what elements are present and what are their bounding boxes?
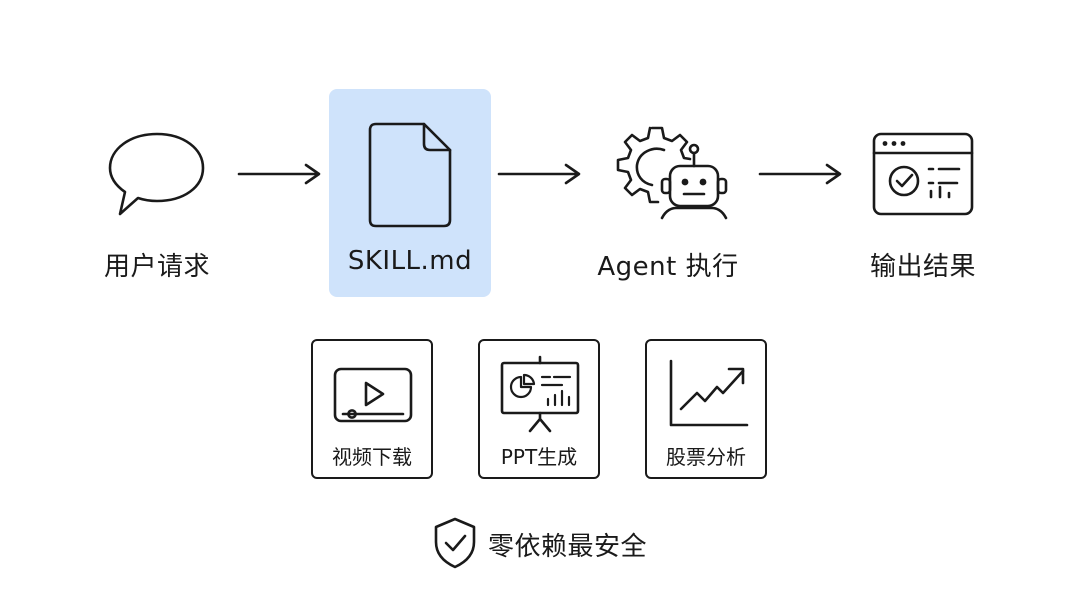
card-stock-analysis: 股票分析 (645, 339, 767, 479)
arrow-right-icon (497, 163, 581, 185)
card-ppt-generate: PPT生成 (478, 339, 600, 479)
step-label-user-request: 用户请求 (103, 252, 210, 282)
card-video-download: 视频下载 (311, 339, 433, 479)
speech-bubble-icon (108, 132, 205, 216)
card-label: 视频下载 (332, 445, 412, 469)
card-label: 股票分析 (666, 445, 746, 469)
browser-result-icon (872, 132, 974, 216)
presentation-board-icon (500, 355, 580, 433)
arrow-right-icon (237, 163, 321, 185)
video-player-icon (333, 367, 413, 423)
shield-check-icon (434, 517, 476, 569)
step-label-agent-execute: Agent 执行 (597, 252, 739, 282)
gear-robot-icon (616, 126, 728, 220)
trend-chart-icon (669, 359, 749, 427)
step-label-skill-md: SKILL.md (347, 246, 473, 276)
card-label: PPT生成 (500, 445, 578, 469)
document-icon (368, 122, 452, 228)
arrow-right-icon (758, 163, 842, 185)
footer-label: 零依赖最安全 (488, 532, 648, 562)
step-label-output-result: 输出结果 (869, 252, 976, 282)
